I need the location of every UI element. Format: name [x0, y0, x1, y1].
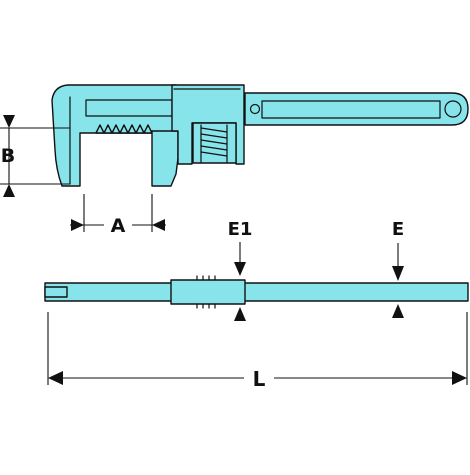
wrench-handle — [244, 92, 469, 126]
dimension-e-label: E — [392, 219, 404, 240]
side-tip — [44, 286, 68, 298]
dimension-e1: E1 — [228, 219, 253, 321]
dimension-e1-label: E1 — [228, 219, 253, 240]
dimension-b: B — [0, 115, 70, 197]
dimension-e1-arrow-top — [234, 262, 246, 276]
hang-hole — [444, 100, 462, 118]
dimension-e: E — [392, 219, 404, 318]
adjusting-screw — [192, 122, 237, 164]
screw-threads — [200, 124, 228, 163]
dimension-l-arrow-right — [452, 371, 467, 385]
dimension-a: A — [70, 194, 166, 237]
dimension-a-arrow-left — [71, 219, 84, 231]
wrench-side-view — [44, 275, 469, 309]
dimension-l-arrow-left — [48, 371, 63, 385]
jaw-teeth — [95, 124, 153, 134]
sliding-jaw — [151, 130, 179, 187]
dimension-l: L — [47, 312, 468, 391]
side-handle — [44, 282, 469, 302]
fixed-jaw — [51, 84, 177, 187]
dimension-l-label: L — [253, 367, 266, 391]
dimension-b-arrow-bottom — [3, 184, 15, 197]
dimension-a-label: A — [111, 215, 126, 237]
dimension-a-arrow-right — [152, 219, 165, 231]
dimension-e-arrow-bottom — [392, 304, 404, 318]
dimension-b-label: B — [1, 145, 15, 167]
side-thread-marks — [196, 275, 216, 309]
wrench-top-view — [51, 84, 469, 187]
dimension-e1-arrow-bottom — [234, 307, 246, 321]
dimension-b-arrow-top — [3, 115, 15, 128]
handle-slot — [261, 100, 441, 119]
rivet — [249, 103, 261, 115]
side-nut-housing — [170, 279, 246, 305]
dimension-e-arrow-top — [392, 266, 404, 281]
nut-housing — [171, 84, 245, 165]
